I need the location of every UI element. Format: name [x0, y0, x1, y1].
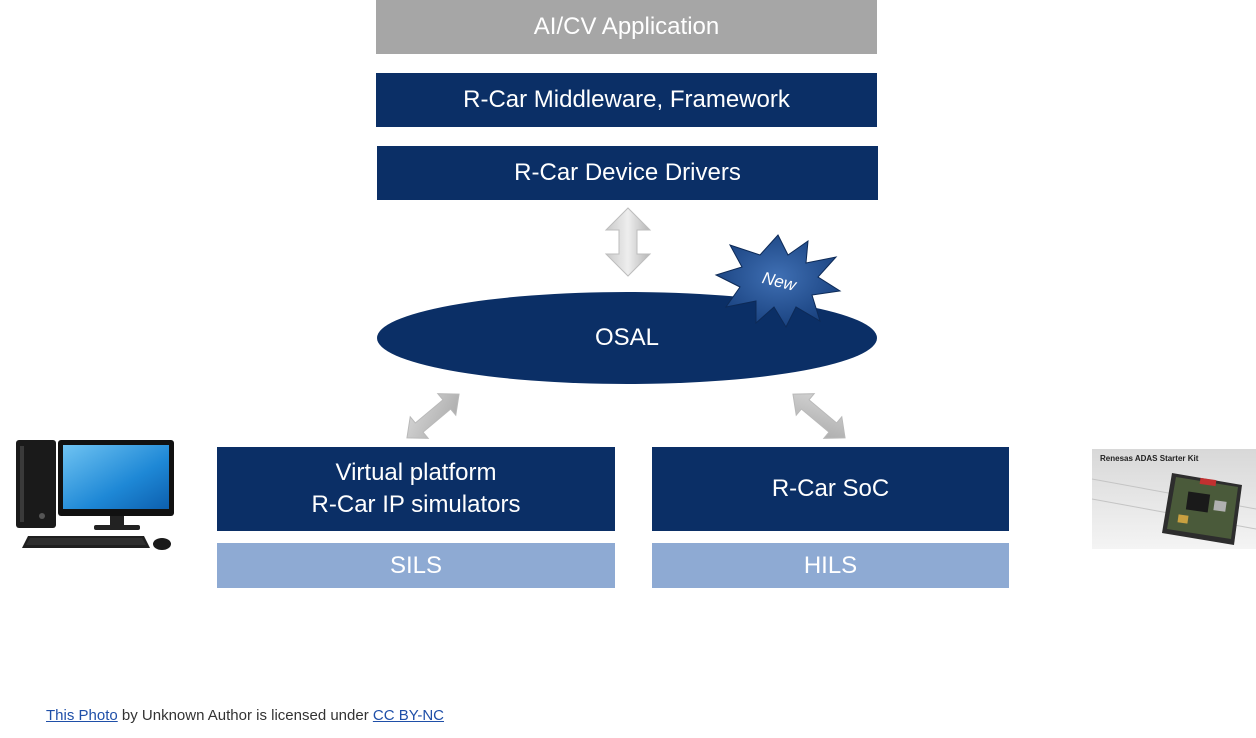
ai-cv-application-layer: AI/CV Application	[376, 0, 877, 54]
starter-kit-caption: Renesas ADAS Starter Kit	[1100, 454, 1199, 463]
virtual-platform-line1: Virtual platform	[335, 459, 497, 486]
double-arrow-icon	[406, 393, 460, 439]
middleware-label: R-Car Middleware, Framework	[463, 86, 790, 113]
device-drivers-layer: R-Car Device Drivers	[377, 146, 878, 200]
credit-text: by Unknown Author is licensed under	[117, 707, 373, 724]
osal-label: OSAL	[594, 324, 660, 351]
virtual-platform-box: Virtual platform R-Car IP simulators	[217, 447, 615, 531]
starburst-badge-icon	[714, 234, 842, 329]
virtual-platform-line2: R-Car IP simulators	[311, 491, 521, 518]
osal-ellipse	[377, 292, 877, 384]
double-arrow-icon	[604, 207, 652, 277]
rcar-soc-box: R-Car SoC	[652, 447, 1009, 531]
photo-credit: This Photo by Unknown Author is licensed…	[46, 707, 444, 724]
desktop-computer-icon	[16, 440, 174, 550]
double-arrow-icon	[792, 393, 846, 439]
this-photo-link[interactable]: This Photo	[46, 707, 118, 724]
rcar-soc-label: R-Car SoC	[771, 475, 890, 502]
sils-tag: SILS	[217, 543, 615, 588]
license-link[interactable]: CC BY-NC	[372, 707, 445, 724]
hils-tag: HILS	[652, 543, 1009, 588]
ai-cv-application-label: AI/CV Application	[533, 13, 720, 40]
device-drivers-label: R-Car Device Drivers	[514, 159, 741, 186]
middleware-layer: R-Car Middleware, Framework	[376, 73, 877, 127]
starter-kit-board-icon	[1091, 449, 1256, 549]
